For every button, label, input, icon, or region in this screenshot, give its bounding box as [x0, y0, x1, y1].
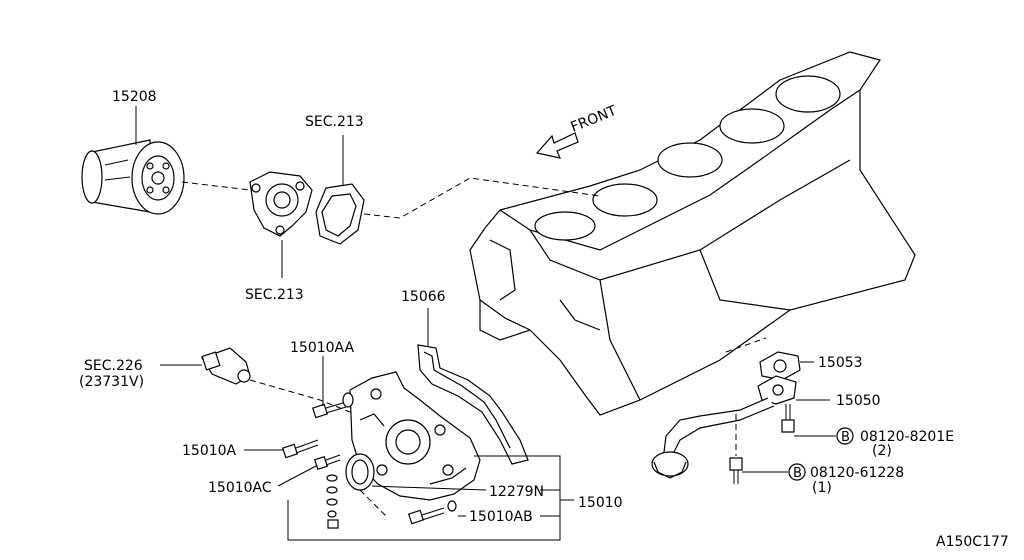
- gasket-15066-label: 15066: [401, 289, 446, 305]
- bolt-15010AC: [277, 454, 341, 529]
- bolt-15010AB: [407, 500, 466, 525]
- bolt-15010A: [244, 439, 319, 459]
- bolt-08120-61228: [729, 414, 806, 484]
- bolt-b2-qty: (1): [812, 480, 832, 496]
- crank-position-sensor: [160, 347, 251, 385]
- oil-filter-15208: [81, 106, 185, 215]
- sec226-sub-label: (23731V): [79, 374, 144, 390]
- bolt-15010AA-label: 15010AA: [290, 340, 355, 356]
- bolt-b1-qty: (2): [872, 443, 892, 459]
- bolt-b1-number: 08120-8201E: [860, 429, 954, 445]
- front-cover-gasket-15066: [417, 308, 529, 465]
- bolt-b2-number: 08120-61228: [810, 465, 904, 481]
- oil-strainer-15050: [651, 375, 830, 479]
- bolt-08120-8201E: [781, 404, 854, 445]
- bolt-15010AA: [311, 356, 354, 419]
- bolt-15010AB-label: 15010AB: [469, 509, 533, 525]
- seal-12279N-label: 12279N: [489, 484, 544, 500]
- strainer-gasket-15053: [759, 351, 814, 381]
- oil-pump-15010: [345, 371, 481, 501]
- strainer-15050-label: 15050: [836, 393, 881, 409]
- sec213-top-label: SEC.213: [305, 114, 364, 130]
- oil-pump-15010-label: 15010: [578, 495, 623, 511]
- engine-block: [469, 51, 916, 416]
- sec226-label: SEC.226: [84, 358, 143, 374]
- gasket-15053-label: 15053: [818, 355, 863, 371]
- front-label: FRONT: [569, 103, 620, 136]
- bolt-15010AC-label: 15010AC: [208, 480, 272, 496]
- front-direction-arrow: FRONT: [535, 103, 620, 159]
- bolt-15010A-label: 15010A: [182, 443, 237, 459]
- b-marker-1: B: [841, 430, 850, 445]
- oil-filter-label: 15208: [112, 89, 157, 105]
- b-marker-2: B: [793, 466, 802, 481]
- bracket-gasket: [315, 135, 365, 245]
- oil-filter-bracket: [249, 171, 313, 278]
- sec213-bottom-label: SEC.213: [245, 287, 304, 303]
- drawing-code: A150C177: [936, 534, 1009, 550]
